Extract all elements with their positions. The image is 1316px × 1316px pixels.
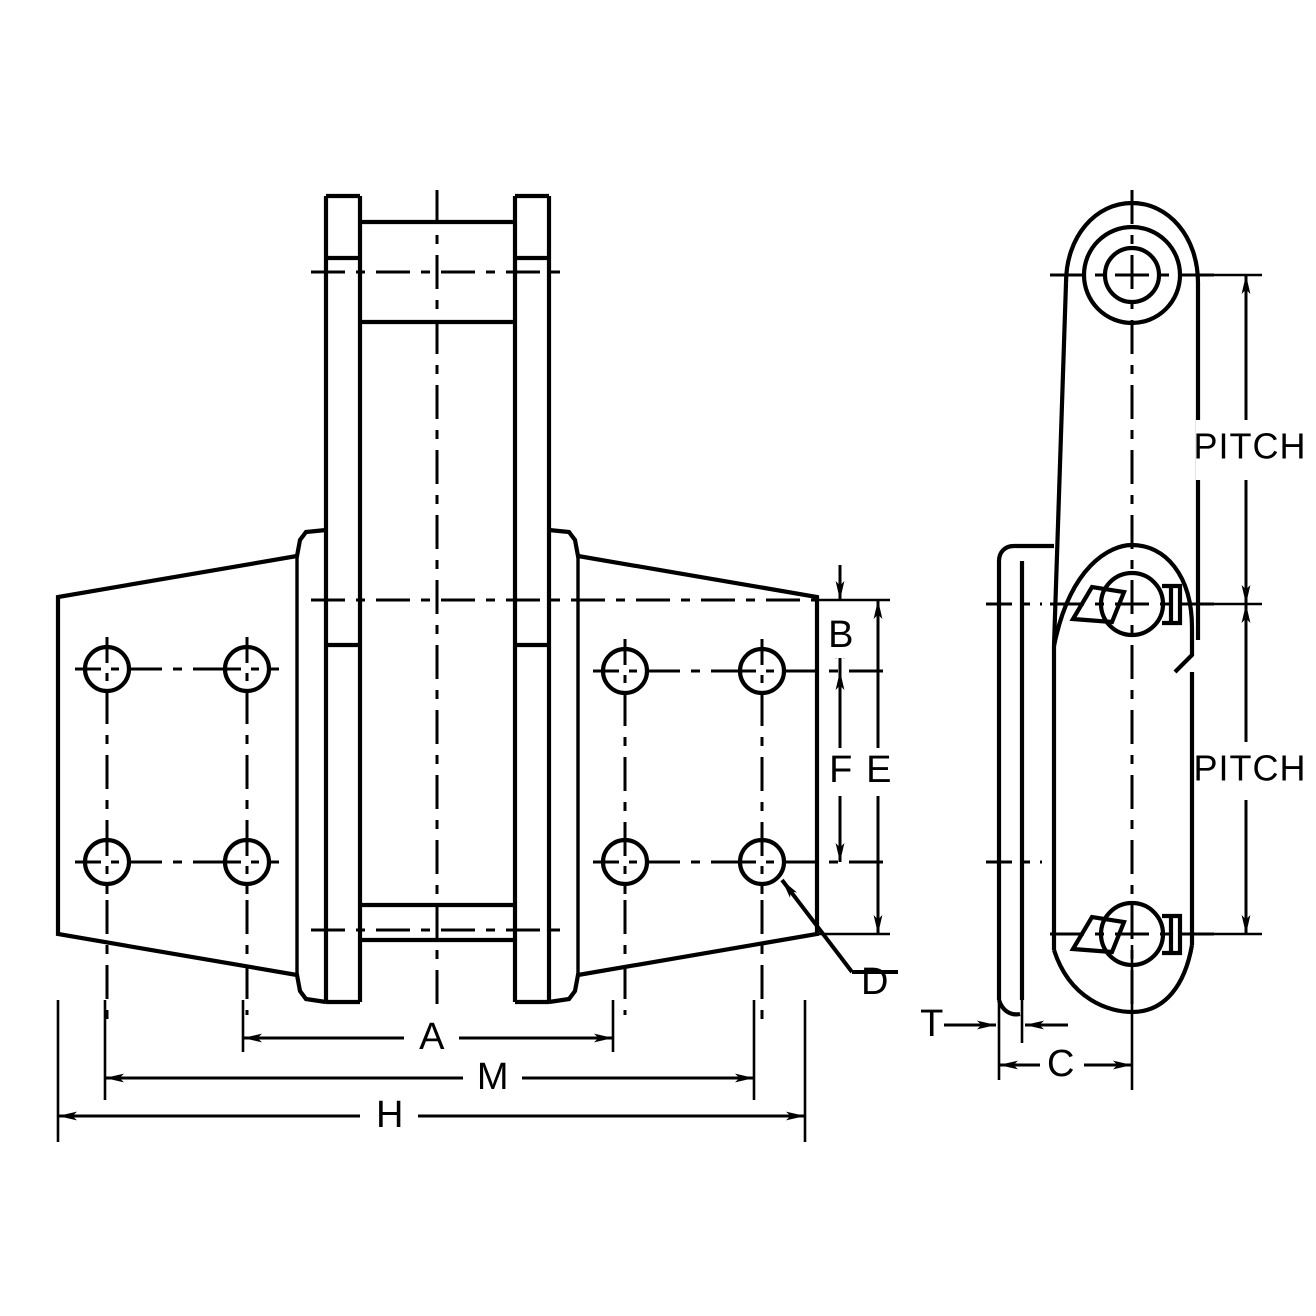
dimension-c: C xyxy=(999,945,1134,1090)
dimension-d-label: D xyxy=(861,961,889,1003)
dimension-d: D xyxy=(780,878,898,1003)
dimension-f: F xyxy=(820,671,862,862)
dimension-c-label: C xyxy=(1047,1043,1075,1085)
front-left-wing-plate xyxy=(55,527,327,1005)
front-view xyxy=(55,190,890,1030)
front-view-dimensions: B F E D xyxy=(56,565,902,1142)
dimension-pitch-upper-label: PITCH xyxy=(1194,426,1307,467)
dimension-h-label: H xyxy=(376,1094,404,1136)
side-view-dimensions: PITCH PITCH T xyxy=(920,273,1312,1090)
dimension-a-label: A xyxy=(419,1016,445,1058)
dimension-t-label: T xyxy=(920,1003,944,1045)
dimension-e: E xyxy=(817,600,902,936)
front-right-wing-plate xyxy=(548,527,820,1005)
dimension-b: B xyxy=(817,565,890,671)
dimension-m-label: M xyxy=(477,1056,509,1098)
side-lower-link-plate xyxy=(1051,542,1195,1015)
side-upper-link-plate xyxy=(1051,200,1201,647)
dimension-pitch-lower: PITCH xyxy=(1192,604,1312,936)
dimension-pitch-upper: PITCH xyxy=(1194,273,1312,606)
dimension-pitch-lower-label: PITCH xyxy=(1194,748,1307,789)
dimension-a: A xyxy=(241,1000,615,1060)
dimension-h: H xyxy=(56,1000,807,1142)
side-view xyxy=(986,190,1216,1017)
dimension-b-label: B xyxy=(828,614,854,656)
dimension-m: M xyxy=(103,1000,756,1100)
dimension-e-label: E xyxy=(866,749,892,791)
dimension-f-label: F xyxy=(829,749,853,791)
side-left-plate-strip xyxy=(996,543,1054,1017)
